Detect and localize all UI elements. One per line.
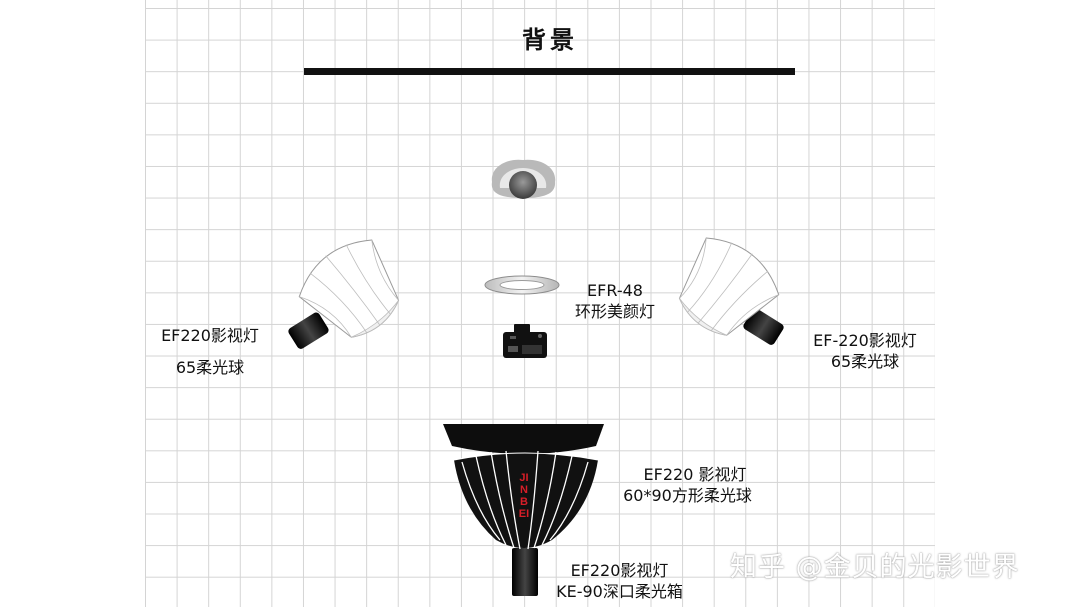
square-softbox-light-icon — [443, 424, 604, 454]
ring-light-label-line1: EFR-48 — [587, 281, 643, 300]
left-softbox-label-line1: EF220影视灯 — [161, 326, 259, 345]
right-softbox-label-line2: 65柔光球 — [830, 352, 900, 371]
square-softbox-label-line2: 60*90方形柔光球 — [623, 486, 752, 505]
square-softbox-label-line1: EF220 影视灯 — [643, 465, 747, 484]
subject-head-icon — [491, 159, 556, 199]
deep-softbox-label-line1: EF220影视灯 — [570, 561, 669, 580]
camera-icon — [503, 324, 547, 358]
right-soft-ball-light-icon — [678, 237, 784, 345]
ring-light-icon — [484, 275, 560, 295]
right-softbox-label-line1: EF-220影视灯 — [813, 331, 917, 350]
ring-light-label-line2: 环形美颜灯 — [574, 302, 655, 321]
left-softbox-label-line2: 65柔光球 — [175, 358, 245, 377]
brand-logo: JINBEI — [518, 472, 530, 520]
watermark: 知乎 @金贝的光影世界 — [730, 552, 1020, 583]
deep-softbox-label-line2: KE-90深口柔光箱 — [556, 582, 683, 601]
deep-parabolic-softbox-icon — [453, 450, 599, 596]
left-soft-ball-light-icon — [288, 239, 400, 349]
background-bar — [304, 68, 795, 75]
background-title: 背景 — [522, 26, 578, 54]
